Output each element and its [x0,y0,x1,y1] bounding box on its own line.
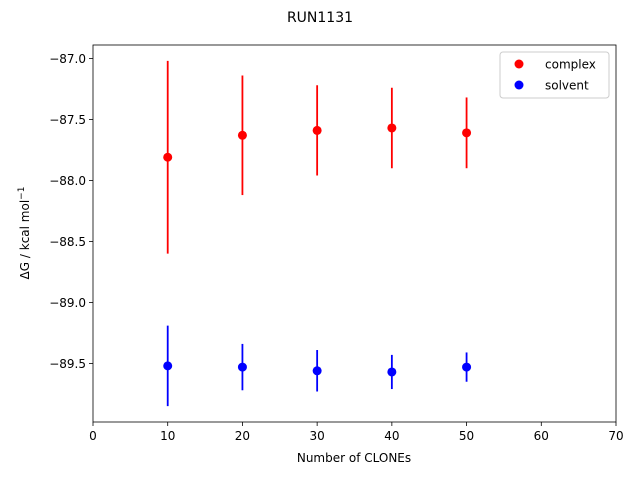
plot-frame [92,44,617,423]
legend-marker-solvent [514,80,524,90]
y-tick-label: −87.5 [49,113,86,127]
y-axis-ticks: −87.0 −87.5 −88.0 −88.5 −89.0 −89.5 [49,52,93,371]
legend-marker-complex [514,59,524,69]
x-tick-label: 30 [310,429,325,443]
x-tick-label: 60 [534,429,549,443]
y-axis-label: ΔG / kcal mol−1 [17,187,32,280]
legend-label-complex: complex [545,58,596,72]
y-tick-label: −87.0 [49,52,86,66]
x-tick-label: 40 [384,429,399,443]
x-axis-ticks: 0 10 20 30 40 50 60 70 [89,422,624,443]
y-axis-label-superscript: −1 [17,187,27,200]
x-tick-label: 10 [160,429,175,443]
solvent-point [462,362,472,372]
x-tick-label: 0 [89,429,97,443]
legend: complex solvent [499,51,610,99]
x-tick-label: 20 [235,429,250,443]
y-tick-label: −88.5 [49,235,86,249]
data-marks [163,60,472,407]
complex-point [387,123,397,133]
y-tick-label: −89.0 [49,296,86,310]
plot-area [93,45,616,422]
complex-point [462,128,472,138]
y-tick-label: −88.0 [49,174,86,188]
x-tick-label: 70 [608,429,623,443]
solvent-point [237,362,247,372]
y-tick-label: −89.5 [49,357,86,371]
x-axis-label: Number of CLONEs [297,451,411,465]
legend-box [499,51,610,99]
solvent-point [387,367,397,377]
solvent-point [163,361,173,371]
chart-title: RUN1131 [287,10,353,26]
complex-point [312,125,322,135]
complex-point [163,152,173,162]
complex-point [237,130,247,140]
legend-label-solvent: solvent [545,79,589,93]
solvent-point [312,366,322,376]
y-axis-label-main: ΔG / kcal mol [18,200,32,280]
x-tick-label: 50 [459,429,474,443]
